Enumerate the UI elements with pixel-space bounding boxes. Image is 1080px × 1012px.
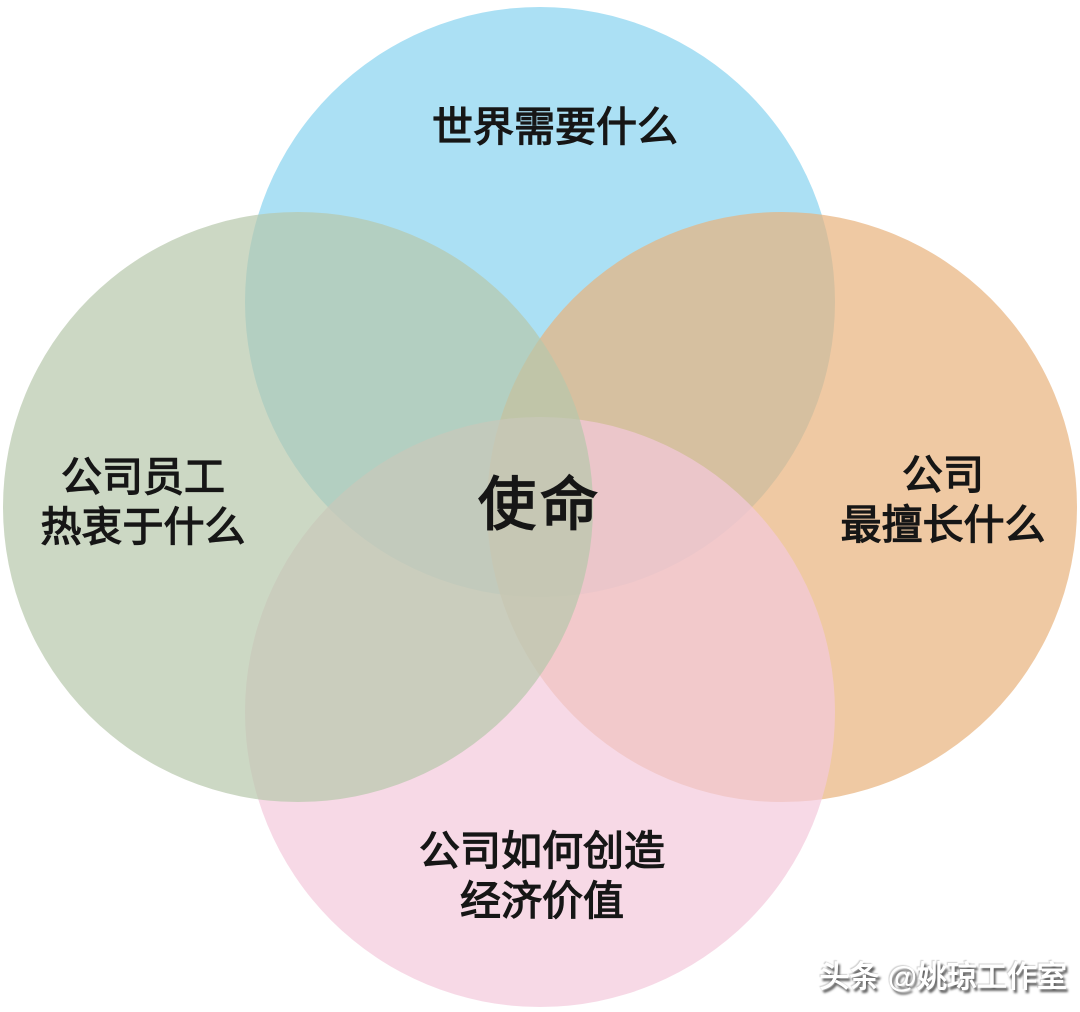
- watermark-text: 头条 @姚琼工作室: [819, 961, 1067, 994]
- label-employee-passion-line1: 公司员工: [61, 453, 225, 500]
- label-world-needs: 世界需要什么: [432, 102, 678, 152]
- label-economic-value: 公司如何创造 经济价值: [419, 826, 665, 926]
- label-employee-passion-line2: 热衷于什么: [40, 504, 246, 550]
- circle-employee-passion: [3, 212, 593, 802]
- label-employee-passion: 公司员工 热衷于什么: [41, 452, 246, 552]
- label-economic-value-line1: 公司如何创造: [419, 827, 665, 874]
- label-mission-text: 使命: [477, 472, 603, 538]
- label-economic-value-line2: 经济价值: [460, 878, 624, 924]
- label-world-needs-line: 世界需要什么: [432, 103, 678, 150]
- label-company-strengths-line2: 最擅长什么: [840, 502, 1046, 548]
- label-company-strengths-line1: 公司: [902, 451, 984, 498]
- label-mission: 使命: [478, 471, 602, 542]
- label-company-strengths: 公司 最擅长什么: [841, 450, 1046, 550]
